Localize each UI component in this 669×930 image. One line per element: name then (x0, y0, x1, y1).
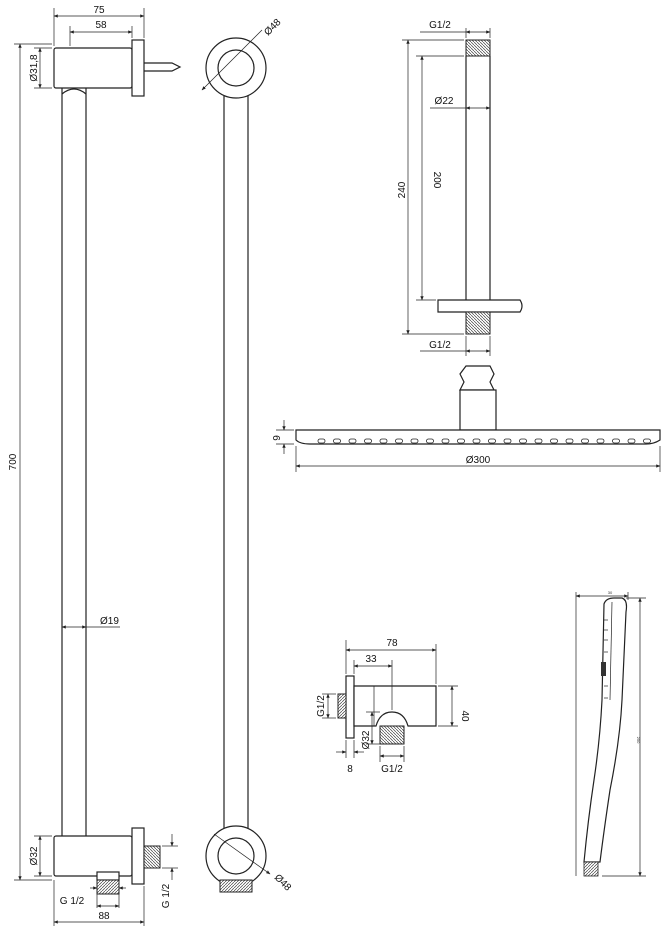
head-nozzle (348, 438, 357, 444)
elbow-left-thread (337, 693, 347, 719)
head-nozzle (627, 438, 636, 444)
dim-side-bottom-dia: Ø48 (272, 872, 293, 893)
dim-elbow-inner: 33 (365, 654, 377, 665)
bar-bottom-thread (96, 879, 120, 895)
dim-hand-length: 250 (636, 737, 641, 744)
arm-bottom-thread (465, 311, 491, 335)
head-nozzle (612, 438, 620, 444)
bar-top-screw (144, 62, 182, 72)
arm-tube (465, 56, 491, 300)
head-nozzle (317, 438, 326, 444)
head-nozzle (488, 438, 496, 444)
head-nozzle (503, 438, 512, 444)
dim-elbow-thread-bottom: G1/2 (381, 764, 403, 775)
head-nozzle (426, 438, 434, 444)
dim-hand-width: 30 (608, 590, 613, 595)
bar-bottom-nut (96, 871, 120, 881)
dim-side-top-dia: Ø48 (262, 17, 283, 38)
dim-arm-top-thread: G1/2 (429, 20, 451, 31)
elbow-flange (345, 675, 355, 739)
dim-bar-bottom-dia: Ø32 (29, 846, 40, 865)
head-nozzle (457, 438, 465, 444)
dim-elbow-flange: 8 (347, 764, 353, 775)
bar-bottom-bracket (53, 835, 133, 877)
head-nozzle (534, 438, 543, 444)
bar-tube (61, 88, 87, 836)
dim-bar-top-dia: Ø31,8 (29, 54, 40, 82)
dim-arm-total-len: 240 (397, 181, 408, 198)
bar-bottom-wall-plate (131, 827, 145, 885)
head-swivel-joint (459, 365, 495, 391)
dim-bar-top-width: 75 (93, 5, 105, 16)
head-connector (459, 389, 497, 431)
elbow-bottom-thread (379, 725, 405, 745)
head-nozzle (472, 438, 481, 444)
dim-elbow-outlet-dia: Ø32 (361, 730, 372, 749)
hand-shower-button (601, 662, 606, 676)
side-top-rosette (205, 37, 267, 99)
dim-bar-top-inner: 58 (95, 20, 107, 31)
head-nozzle (333, 438, 341, 444)
head-nozzle (565, 438, 574, 444)
dim-elbow-total: 78 (386, 638, 398, 649)
head-nozzle (643, 438, 651, 444)
head-nozzle (441, 438, 450, 444)
dim-bar-outlet-thread: G 1/2 (161, 883, 172, 908)
elbow-body (353, 685, 437, 727)
dim-bar-length: 700 (8, 453, 19, 470)
head-nozzle (581, 438, 589, 444)
dim-head-thickness: 9 (272, 435, 283, 441)
bar-top-wall-plate (131, 39, 145, 97)
side-tube (223, 96, 249, 836)
head-nozzles (317, 438, 651, 444)
arm-top-thread (465, 39, 491, 57)
hand-shower-body (583, 597, 628, 863)
wall-elbow-view: 78 33 G1/2 40 Ø32 8 G1/2 (316, 638, 470, 775)
shower-arm-view: G1/2 Ø22 240 200 G1/2 (397, 20, 523, 356)
head-nozzle (364, 438, 372, 444)
head-nozzle (550, 438, 558, 444)
dim-bar-tube-dia: Ø19 (100, 616, 119, 627)
bar-outlet-thread (143, 845, 161, 869)
arm-flange (437, 299, 523, 313)
head-nozzle (395, 438, 403, 444)
head-nozzle (596, 438, 605, 444)
slide-bar-front-view: 75 58 Ø31,8 700 Ø19 Ø32 G 1/2 (8, 5, 182, 926)
dim-arm-inner-len: 200 (431, 172, 442, 189)
slide-bar-side-view: Ø48 Ø48 (201, 17, 293, 894)
shower-head-view: 9 Ø300 (272, 365, 661, 472)
hand-shower-view: 30 250 (575, 590, 646, 877)
dim-bar-bottom-thread: G 1/2 (60, 896, 85, 907)
dim-elbow-height: 40 (459, 710, 470, 722)
bar-top-bracket (53, 47, 133, 89)
head-nozzle (410, 438, 419, 444)
dim-bar-bottom-width: 88 (98, 911, 110, 922)
dim-elbow-thread-left: G1/2 (316, 695, 327, 717)
dim-head-dia: Ø300 (466, 455, 491, 466)
head-nozzle (379, 438, 388, 444)
dim-arm-dia: Ø22 (435, 96, 454, 107)
head-nozzle (519, 438, 527, 444)
hand-shower-thread (583, 861, 599, 877)
dim-arm-bottom-thread: G1/2 (429, 340, 451, 351)
